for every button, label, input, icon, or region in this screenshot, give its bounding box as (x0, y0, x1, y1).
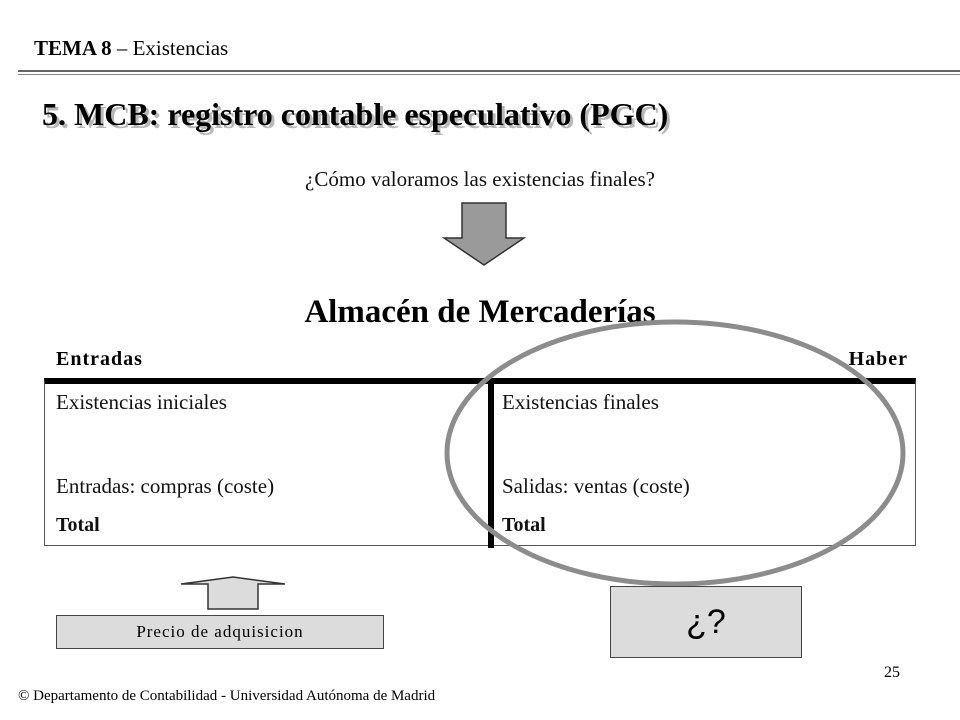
up-arrow-icon (180, 576, 286, 610)
footer-copyright: © Departamento de Contabilidad - Univers… (18, 688, 436, 704)
page-number: 25 (884, 664, 900, 681)
header-rule (18, 70, 960, 72)
down-arrow-icon (442, 202, 526, 266)
unknown-value-box: ¿? (610, 586, 802, 658)
left-row-entradas-compras: Entradas: compras (coste) (56, 474, 275, 498)
header-topic-rest: – Existencias (111, 36, 229, 60)
right-row-salidas-ventas: Salidas: ventas (coste) (502, 474, 690, 498)
account-title: Almacén de Mercaderías (304, 294, 656, 330)
right-row-existencias-finales: Existencias finales (502, 390, 659, 414)
purchase-price-box: Precio de adquisicion (56, 615, 384, 649)
account-right-heading: Haber (848, 348, 908, 370)
right-row-total: Total (502, 514, 546, 536)
header-topic-bold: TEMA 8 (34, 36, 112, 60)
account-left-heading: Entradas (56, 348, 143, 370)
left-row-existencias-iniciales: Existencias iniciales (56, 390, 227, 414)
header-title: TEMA 8 – Existencias (34, 36, 228, 61)
question-text: ¿Cómo valoramos las existencias finales? (305, 167, 655, 191)
slide-title: 5. MCB: registro contable especulativo (… (42, 96, 669, 132)
t-account-divider (488, 378, 494, 548)
header-rule-thin (18, 74, 960, 75)
left-row-total: Total (56, 514, 100, 536)
